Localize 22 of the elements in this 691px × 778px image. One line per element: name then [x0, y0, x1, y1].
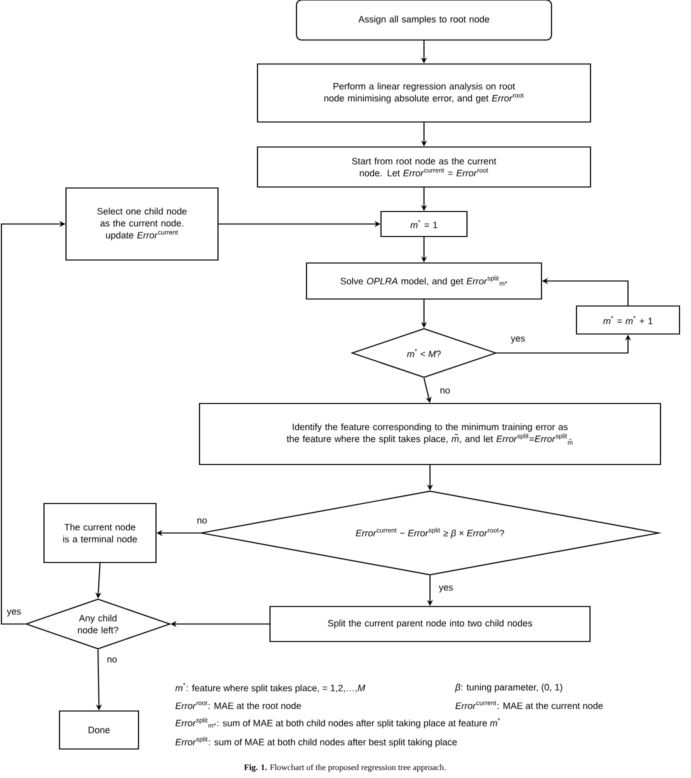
legend-note: m$^{*}$: feature where split takes place, = 1,2,…,M [175, 682, 366, 694]
edge-label: yes [510, 336, 526, 344]
process-box: Select one child node as the current node. update Error$^{current}$ [65, 187, 219, 261]
start-box: Assign all samples to root node [296, 0, 552, 41]
edge-label: no [196, 517, 208, 525]
process-box: m$^{*}$ = 1 [380, 210, 468, 238]
caption: Fig. 1. Flowchart of the proposed regression tree approach. [244, 764, 446, 772]
edge-label: no [106, 656, 118, 664]
edge-label: no [438, 387, 452, 395]
legend-note: β: tuning parameter, (0, 1) [454, 684, 562, 692]
process-box: The current node is a terminal node [43, 502, 157, 564]
legend-note: Error$^{current}$: MAE at the current node [455, 700, 603, 710]
process-box: Done [58, 710, 140, 750]
process-box: m$^{*}$ = m$^{*}$ + 1 [576, 305, 680, 335]
process-box: Perform a linear regression analysis on root node minimising absolute error, and get Error$^{root}$ [256, 63, 592, 123]
legend-note: Error$^{root}$: MAE at the root node [175, 700, 301, 710]
edge-label: yes [6, 608, 22, 618]
process-box: Start from root node as the current node. Let Error$^{current}$ = Error$^{root}$ [256, 146, 592, 188]
edge-label: yes [438, 584, 454, 594]
legend-note: Error$^{split}$: sum of MAE at both child nodes after best split taking place [175, 736, 457, 748]
legend-note: Error$^{split}$$_{m*}$: sum of MAE at both child nodes after split taking place at feature m$^{*}$ [175, 718, 500, 728]
process-box: Split the current parent node into two child nodes [269, 606, 591, 642]
